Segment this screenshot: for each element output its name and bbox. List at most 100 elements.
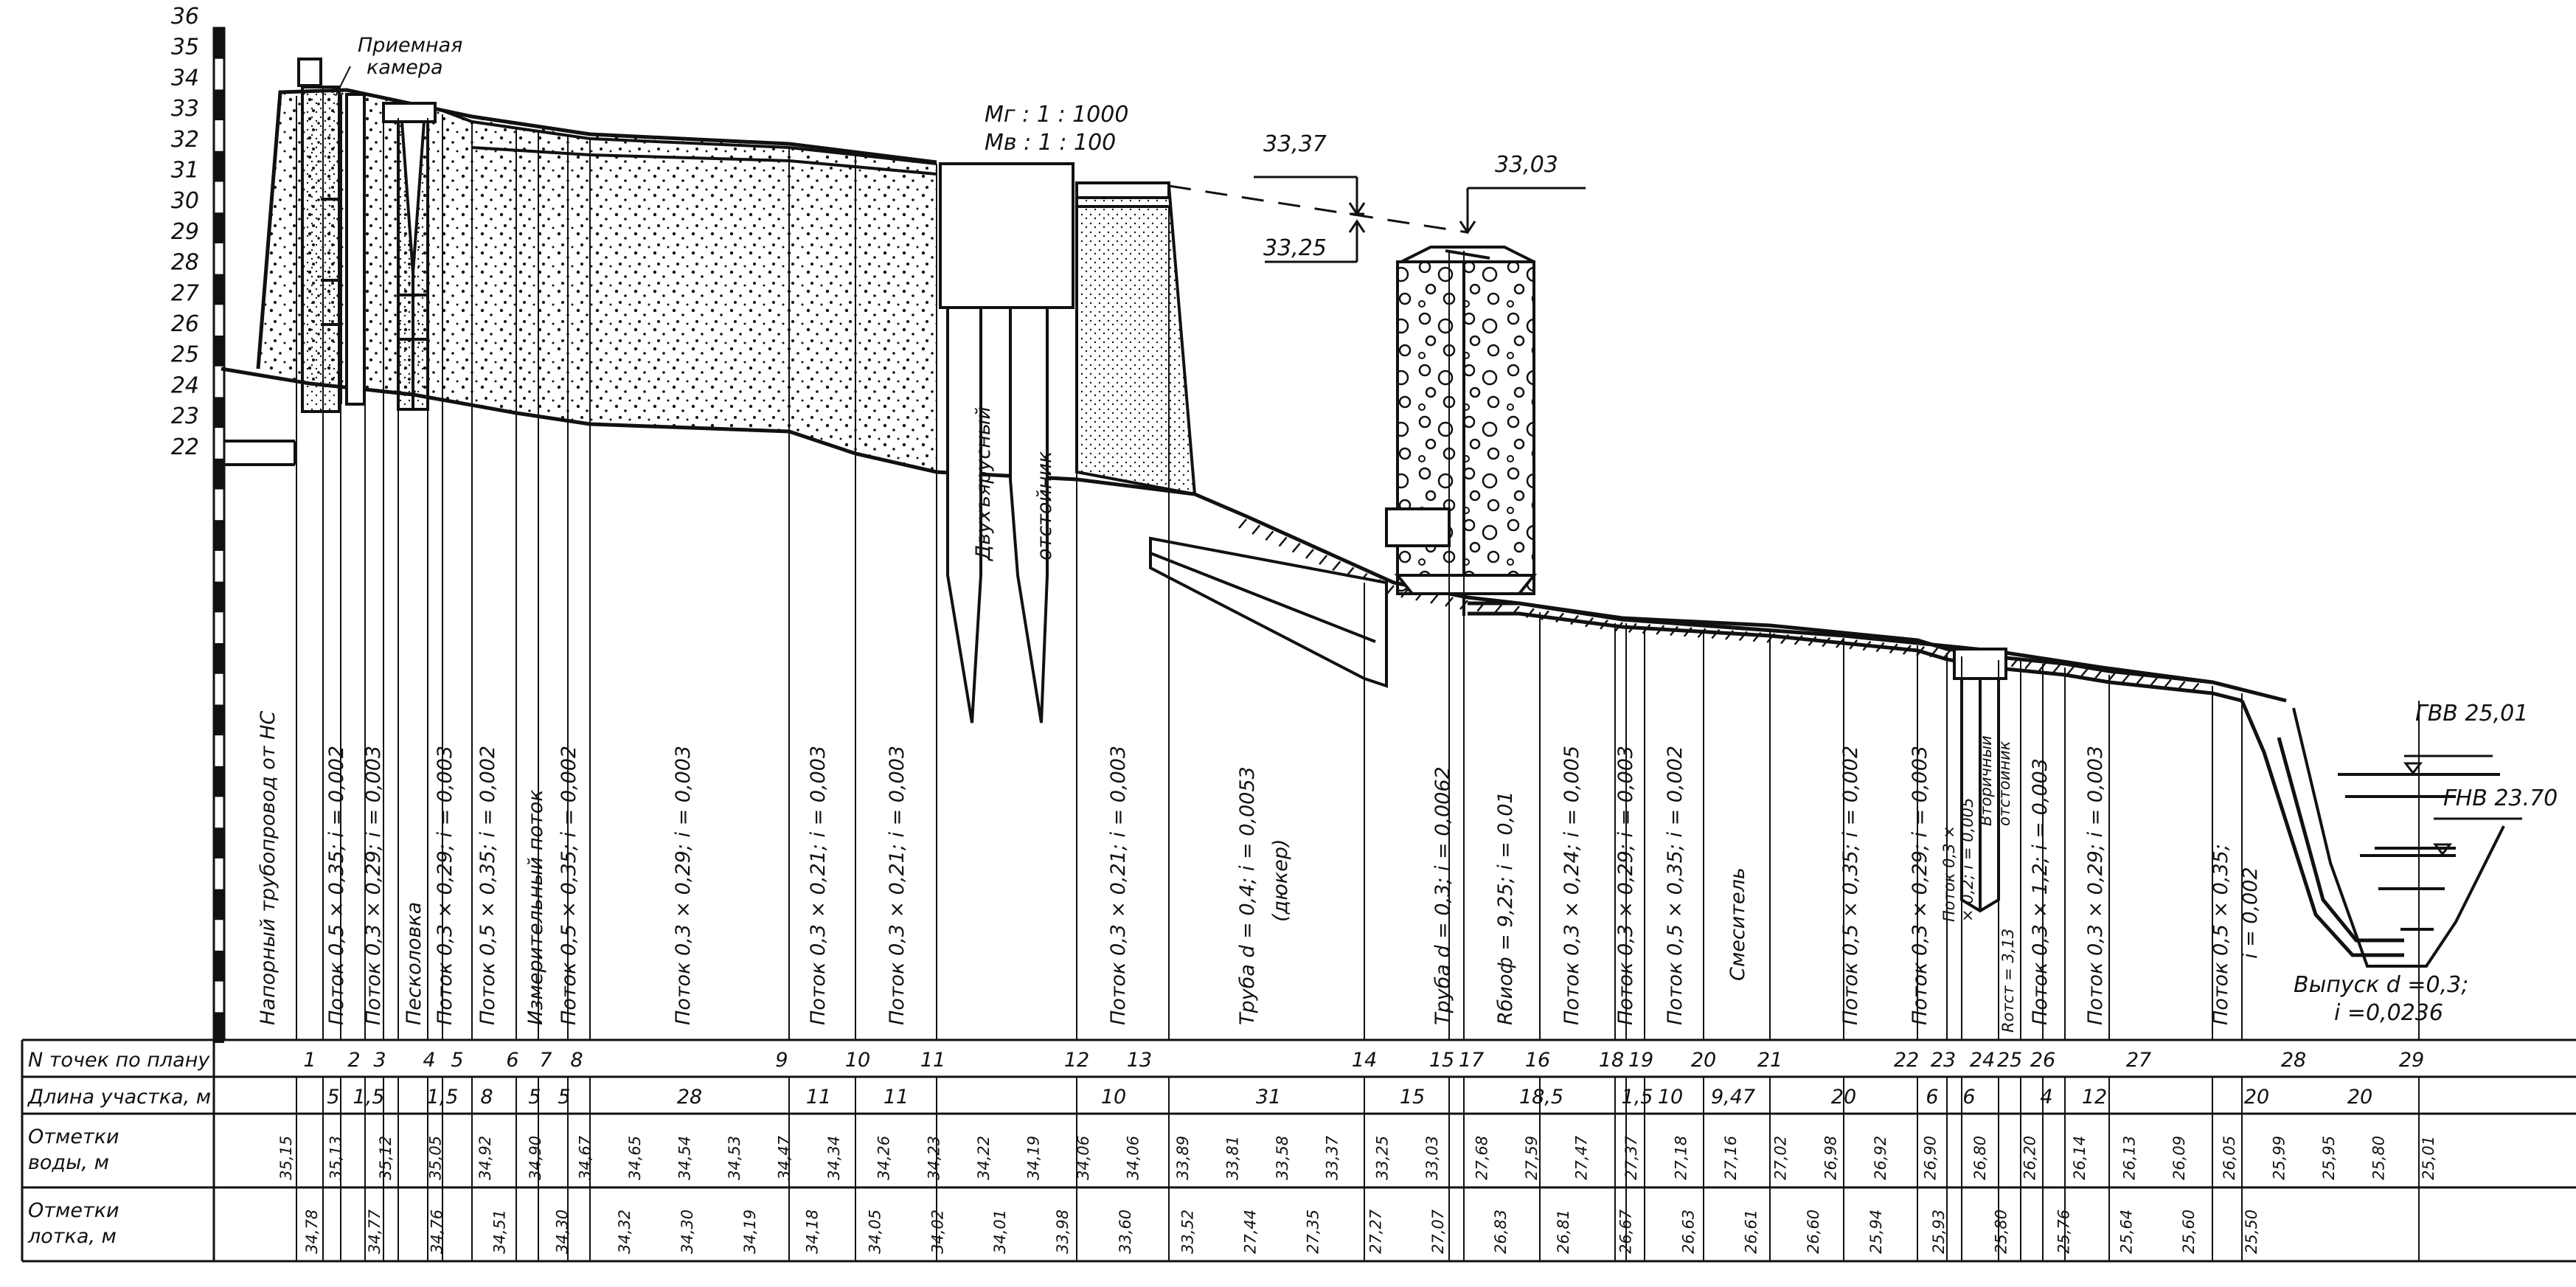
water-mark: 34,22 bbox=[975, 1136, 993, 1180]
tray-mark: 26,60 bbox=[1805, 1210, 1822, 1254]
water-mark: 35,15 bbox=[277, 1136, 295, 1180]
segment-length: 1,5 bbox=[427, 1086, 459, 1109]
segment-label: Поток 0,3 × bbox=[1940, 825, 1958, 922]
segment-label: Поток 0,5 × 0,35; i = 0,002 bbox=[558, 746, 580, 1025]
axis-tick-label: 36 bbox=[171, 4, 199, 30]
segment-length: 18,5 bbox=[1519, 1086, 1563, 1109]
row-header-water-2: воды, м bbox=[28, 1151, 109, 1174]
segment-label: Поток 0,3 × 0,21; i = 0,003 bbox=[807, 746, 830, 1025]
tray-mark: 34,30 bbox=[553, 1210, 571, 1254]
point-number: 1 bbox=[303, 1049, 316, 1072]
point-number: 19 bbox=[1628, 1049, 1653, 1072]
point-number: 12 bbox=[1064, 1049, 1089, 1072]
tray-mark: 25,76 bbox=[2055, 1210, 2072, 1254]
axis-tick-label: 23 bbox=[171, 403, 199, 429]
point-number: 26 bbox=[2030, 1049, 2055, 1072]
water-mark: 26,13 bbox=[2121, 1136, 2139, 1180]
tray-mark: 33,52 bbox=[1179, 1210, 1197, 1254]
segment-length: 6 bbox=[1926, 1086, 1938, 1109]
gnv-label: ГНВ 23.70 bbox=[2443, 785, 2558, 811]
axis-tick-label: 35 bbox=[171, 35, 199, 60]
point-number: 24 bbox=[1970, 1049, 1995, 1072]
tray-mark: 27,44 bbox=[1242, 1210, 1260, 1254]
point-number: 5 bbox=[451, 1049, 463, 1072]
tray-mark: 34,77 bbox=[366, 1209, 383, 1254]
segment-label: Поток 0,3 × 0,21; i = 0,003 bbox=[886, 746, 909, 1025]
water-mark: 33,03 bbox=[1423, 1136, 1441, 1180]
segment-label: Труба d = 0,3; i = 0,0062 bbox=[1431, 766, 1454, 1025]
water-mark: 34,06 bbox=[1124, 1136, 1142, 1180]
segment-label: Поток 0,3 × 1,2; i = 0,003 bbox=[2029, 758, 2052, 1025]
segment-length: 4 bbox=[2040, 1086, 2052, 1109]
point-number: 16 bbox=[1525, 1049, 1550, 1072]
segment-length: 15 bbox=[1400, 1086, 1425, 1109]
point-number: 21 bbox=[1757, 1049, 1782, 1072]
level-33-03: 33,03 bbox=[1495, 152, 1558, 178]
water-mark: 26,14 bbox=[2071, 1136, 2089, 1180]
water-mark: 25,99 bbox=[2270, 1136, 2288, 1180]
axis-tick-label: 34 bbox=[171, 65, 199, 91]
water-mark: 27,02 bbox=[1772, 1136, 1790, 1180]
axis-tick-label: 29 bbox=[171, 219, 199, 245]
point-number: 7 bbox=[539, 1049, 552, 1072]
tray-mark: 25,60 bbox=[2180, 1210, 2198, 1254]
outlet-label-2: i =0,0236 bbox=[2334, 1000, 2443, 1026]
segment-label: Песколовка bbox=[403, 902, 426, 1025]
segment-label: Поток 0,3 × 0,29; i = 0,003 bbox=[1909, 746, 1931, 1025]
segment-label: Смеситель bbox=[1726, 867, 1749, 981]
tray-mark: 34,19 bbox=[741, 1210, 759, 1254]
water-mark: 35,13 bbox=[327, 1136, 345, 1180]
gvv-label: ГВВ 25,01 bbox=[2415, 701, 2528, 726]
segment-label: Поток 0,5 × 0,35; i = 0,002 bbox=[1839, 746, 1862, 1025]
axis-tick-label: 22 bbox=[171, 434, 199, 460]
point-number: 28 bbox=[2281, 1049, 2306, 1072]
tray-mark: 34,78 bbox=[303, 1210, 321, 1254]
water-mark: 34,23 bbox=[925, 1136, 942, 1180]
water-mark: 35,12 bbox=[377, 1136, 395, 1180]
tray-mark: 34,76 bbox=[428, 1210, 446, 1254]
water-mark: 34,34 bbox=[825, 1136, 843, 1180]
segment-length: 12 bbox=[2082, 1086, 2107, 1109]
water-mark: 27,68 bbox=[1473, 1136, 1490, 1180]
tray-mark: 27,27 bbox=[1367, 1209, 1384, 1254]
point-number: 13 bbox=[1127, 1049, 1152, 1072]
segment-dividers bbox=[296, 89, 2420, 1040]
axis-tick-label: 25 bbox=[171, 342, 199, 368]
point-number: 14 bbox=[1352, 1049, 1377, 1072]
segment-length: 9,47 bbox=[1711, 1086, 1755, 1109]
water-mark: 34,06 bbox=[1075, 1136, 1092, 1180]
water-mark: 27,18 bbox=[1673, 1136, 1690, 1180]
segment-label-settler: Двухъярусный bbox=[972, 406, 995, 561]
water-mark: 25,95 bbox=[2320, 1136, 2338, 1180]
axis-tick-label: 27 bbox=[171, 280, 199, 306]
segment-label: × 0,2; i = 0,005 bbox=[1959, 798, 1976, 922]
tray-mark: 25,50 bbox=[2243, 1210, 2260, 1254]
tray-mark: 26,83 bbox=[1492, 1210, 1510, 1254]
water-mark: 34,26 bbox=[875, 1136, 893, 1180]
axis-tick-label: 26 bbox=[171, 311, 199, 337]
axis-tick-label: 24 bbox=[171, 372, 199, 398]
segment-length: 5 bbox=[528, 1086, 541, 1109]
outlet-label-1: Выпуск d =0,3; bbox=[2294, 972, 2468, 998]
water-mark: 26,80 bbox=[1971, 1136, 1989, 1180]
axis-tick-label: 28 bbox=[171, 250, 199, 276]
receiving-chamber bbox=[297, 58, 366, 413]
axis-tick-label: 30 bbox=[171, 188, 199, 214]
point-number: 22 bbox=[1894, 1049, 1919, 1072]
axis-tick-label: 32 bbox=[171, 127, 199, 153]
segment-label: Поток 0,3 × 0,29; i = 0,003 bbox=[362, 746, 385, 1025]
segment-label: Поток 0,3 × 0,21; i = 0,003 bbox=[1107, 746, 1130, 1025]
water-mark: 27,16 bbox=[1722, 1136, 1740, 1180]
water-mark: 34,54 bbox=[676, 1136, 693, 1180]
segment-label: отстойник bbox=[1996, 740, 2013, 826]
water-mark: 25,01 bbox=[2420, 1136, 2437, 1180]
tray-mark: 25,93 bbox=[1930, 1210, 1948, 1254]
axis-tick-label: 31 bbox=[171, 158, 199, 184]
tray-mark: 27,07 bbox=[1429, 1209, 1447, 1254]
segment-label: Поток 0,3 × 0,29; i = 0,003 bbox=[2084, 746, 2107, 1025]
segment-length: 11 bbox=[883, 1086, 909, 1109]
embankment-top bbox=[256, 88, 937, 370]
tray-mark: 25,80 bbox=[1993, 1210, 2010, 1254]
segment-length: 6 bbox=[1962, 1086, 1975, 1109]
